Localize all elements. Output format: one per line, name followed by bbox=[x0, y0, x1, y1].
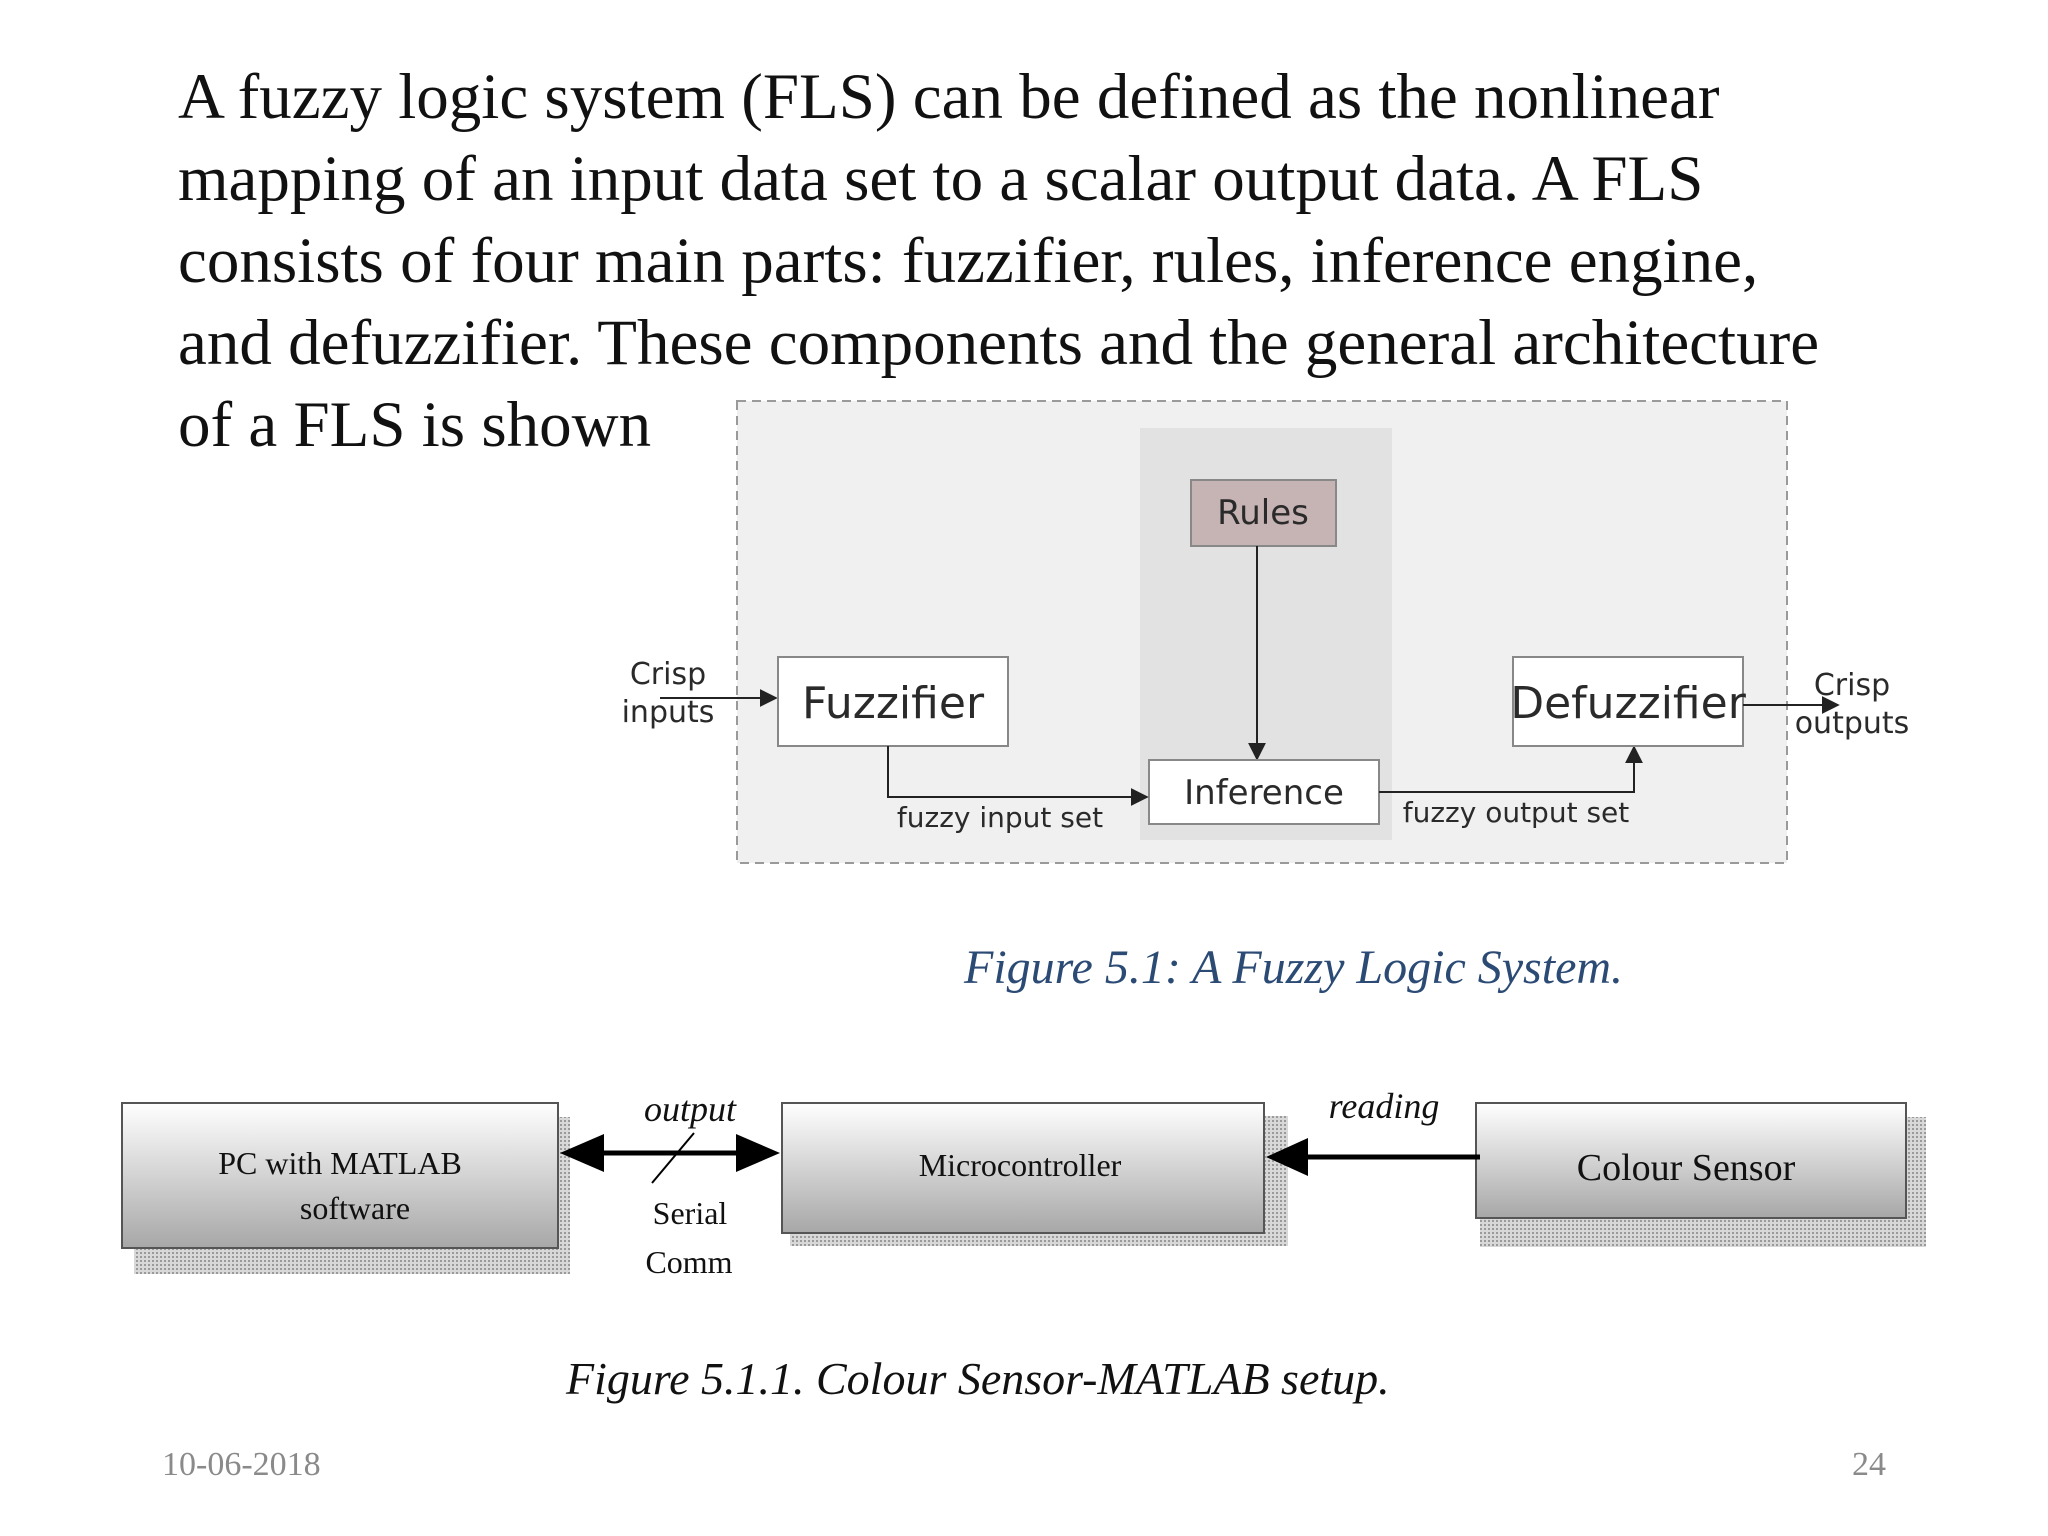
fuzzy-output-arrow bbox=[1379, 745, 1643, 793]
figure2-caption: Figure 5.1.1. Colour Sensor-MATLAB setup… bbox=[566, 1353, 1390, 1404]
serial-link-arrowhead-left bbox=[560, 1134, 604, 1172]
pc-box bbox=[121, 1102, 559, 1249]
paragraph-line: mapping of an input data set to a scalar… bbox=[178, 143, 1704, 215]
paragraph-line: A fuzzy logic system (FLS) can be define… bbox=[178, 61, 1720, 133]
fuzzy-input-set-label: fuzzy input set bbox=[897, 801, 1103, 834]
rules-block bbox=[1190, 479, 1337, 547]
crisp-outputs-label: outputs bbox=[1795, 706, 1910, 741]
footer-page-number: 24 bbox=[1852, 1446, 1886, 1483]
fuzzy-output-set-label: fuzzy output set bbox=[1403, 796, 1630, 829]
paragraph-line: consists of four main parts: fuzzifier, … bbox=[178, 225, 1759, 297]
serial-comm-label: Serial bbox=[653, 1195, 728, 1231]
serial-comm-label: Comm bbox=[645, 1244, 732, 1280]
figure1-caption: Figure 5.1: A Fuzzy Logic System. bbox=[964, 941, 1624, 994]
footer-date: 10-06-2018 bbox=[162, 1446, 321, 1483]
colour-sensor-box bbox=[1475, 1102, 1907, 1219]
output-label: output bbox=[644, 1089, 737, 1129]
pc-label: software bbox=[300, 1190, 410, 1226]
rules-label: Rules bbox=[1217, 493, 1309, 533]
crisp-inputs-label: Crisp bbox=[630, 657, 706, 692]
paragraph-line: of a FLS is shown bbox=[178, 389, 652, 461]
defuzzifier-block bbox=[1512, 656, 1744, 747]
crisp-inputs-label: inputs bbox=[622, 695, 715, 730]
inference-label: Inference bbox=[1184, 773, 1344, 813]
intro-paragraph: A fuzzy logic system (FLS) can be define… bbox=[178, 56, 1938, 466]
fuzzifier-label: Fuzzifier bbox=[802, 678, 985, 729]
fuzzifier-block bbox=[777, 656, 1009, 747]
crisp-outputs-label: Crisp bbox=[1814, 668, 1890, 703]
fuzzy-input-arrow bbox=[887, 746, 1149, 806]
reading-arrowhead bbox=[1266, 1138, 1308, 1176]
serial-link-arrowhead-right bbox=[736, 1134, 780, 1172]
colour-sensor-label: Colour Sensor bbox=[1577, 1147, 1796, 1189]
defuzzifier-label: Defuzzifier bbox=[1510, 678, 1747, 729]
paragraph-line: and defuzzifier. These components and th… bbox=[178, 307, 1820, 379]
microcontroller-label: Microcontroller bbox=[919, 1147, 1122, 1183]
pc-label: PC with MATLAB bbox=[218, 1145, 462, 1181]
inference-block bbox=[1148, 759, 1380, 825]
serial-slash bbox=[651, 1132, 695, 1184]
reading-label: reading bbox=[1329, 1086, 1440, 1126]
microcontroller-box bbox=[781, 1102, 1265, 1234]
